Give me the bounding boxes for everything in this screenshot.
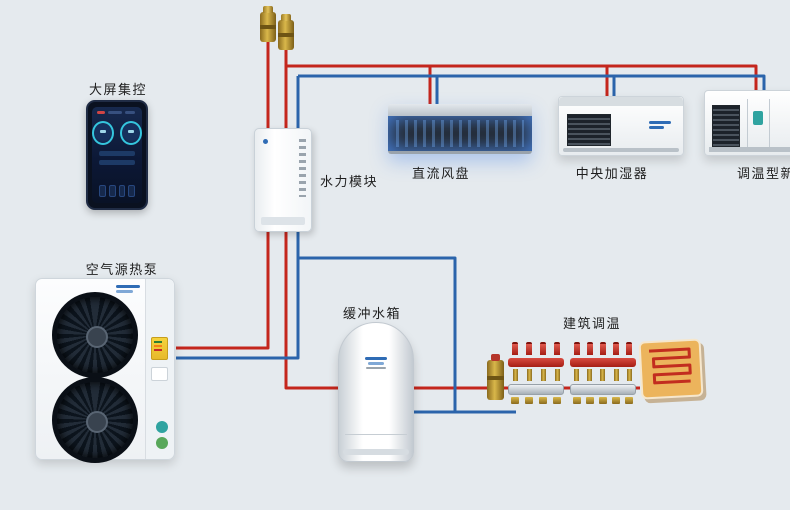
humidifier-base xyxy=(563,148,679,152)
manifold-return-bar xyxy=(508,383,564,395)
hydraulic-module xyxy=(254,128,312,232)
floor-heating-mat xyxy=(638,338,704,400)
fresh-air-unit xyxy=(704,90,790,156)
brass-air-vent-valve-right xyxy=(278,14,294,50)
brass-mixing-valve xyxy=(487,354,504,400)
manifold-nuts xyxy=(570,397,636,404)
fresh-air-base xyxy=(709,147,790,152)
dc-fan-coil-unit xyxy=(388,104,532,154)
label-heat-pump: 空气源热泵 xyxy=(85,262,159,277)
buffer-water-tank xyxy=(338,322,414,462)
dial-right xyxy=(120,121,142,145)
spec-sticker xyxy=(151,367,168,381)
fan-coil-top-face xyxy=(388,104,532,116)
module-base xyxy=(261,217,305,225)
label-buffer-tank: 缓冲水箱 xyxy=(342,306,401,321)
manifold-right xyxy=(570,342,636,404)
humidifier-top-face xyxy=(559,97,683,106)
label-humidifier: 中央加湿器 xyxy=(575,166,649,181)
tank-seam xyxy=(345,434,407,435)
module-indicator xyxy=(263,139,268,144)
screen-info-rows xyxy=(99,151,135,169)
module-spec-text xyxy=(299,139,306,197)
air-source-heat-pump xyxy=(35,278,175,463)
fresh-air-panel-seams xyxy=(747,99,748,149)
label-hydraulic-module: 水力模块 xyxy=(320,174,379,189)
label-fresh-air: 调温型新风 xyxy=(737,166,790,181)
central-control-screen xyxy=(86,100,148,210)
screen-dials xyxy=(92,121,142,145)
heating-coil-path xyxy=(648,347,692,385)
floor-heating-coil xyxy=(648,347,692,385)
humidifier-logo xyxy=(649,121,671,129)
central-humidifier xyxy=(558,96,684,156)
manifold-tubes xyxy=(570,369,636,381)
manifold-supply-bar xyxy=(570,357,636,367)
tank-logo xyxy=(363,357,389,371)
heat-pump-fan-top xyxy=(52,292,138,378)
humidifier-vent-grille xyxy=(567,114,611,146)
round-sticker-teal xyxy=(156,421,168,433)
blue-pipe-tank-loop xyxy=(298,256,457,412)
dial-left xyxy=(92,121,114,145)
fresh-air-sticker xyxy=(753,111,763,125)
screen-status-bar xyxy=(97,111,141,115)
fan-coil-glow-grille xyxy=(388,116,532,151)
red-pipe-top-header xyxy=(286,64,758,100)
heat-pump-logo xyxy=(116,285,140,295)
heat-pump-fan-bottom xyxy=(52,377,138,463)
manifold-return-bar xyxy=(570,383,636,395)
brass-air-vent-valve-left xyxy=(260,6,276,42)
manifold-left xyxy=(508,342,564,404)
tank-bottom-rim xyxy=(343,449,409,455)
manifold-nuts xyxy=(508,397,564,404)
manifold-supply-bar xyxy=(508,357,564,367)
fresh-air-vent-grille xyxy=(712,105,740,147)
manifold-flow-knobs xyxy=(508,342,564,355)
label-building: 建筑调温 xyxy=(562,316,621,331)
fan-coil-bottom-edge xyxy=(388,151,532,154)
manifold-flow-knobs xyxy=(570,342,636,355)
energy-label-sticker xyxy=(151,337,168,360)
label-controller: 大屏集控 xyxy=(88,82,147,97)
blue-pipe-top-header xyxy=(298,74,766,100)
manifold-tubes xyxy=(508,369,564,381)
control-screen-display xyxy=(92,107,142,203)
screen-bottom-tiles xyxy=(99,185,135,197)
label-fan-coil: 直流风盘 xyxy=(411,166,470,181)
red-pipe-main-riser xyxy=(284,42,640,390)
round-sticker-green xyxy=(156,437,168,449)
